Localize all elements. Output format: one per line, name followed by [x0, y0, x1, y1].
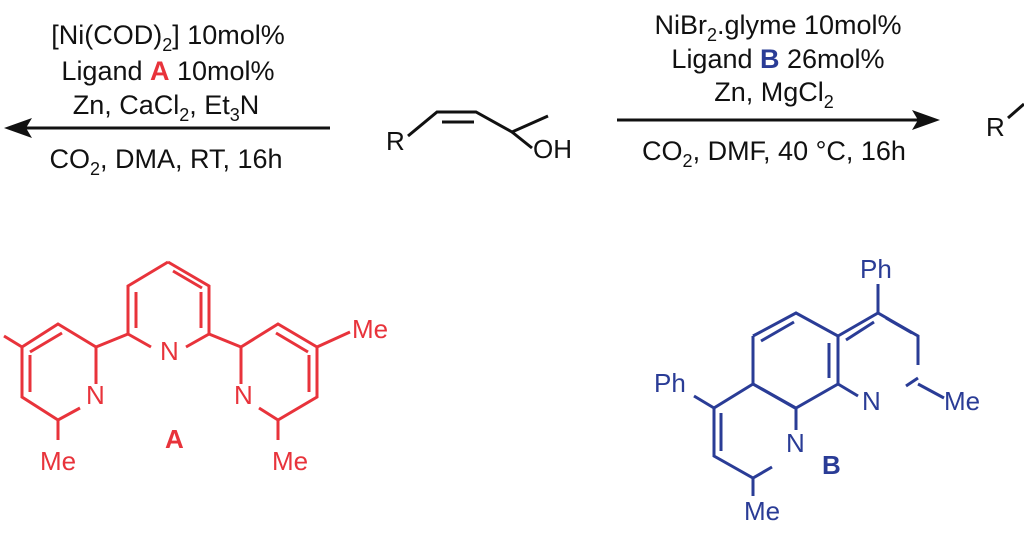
right-additives-line: Zn, MgCl2 [714, 77, 834, 112]
ligand-a-right-n: N [234, 380, 253, 410]
substrate-r-group: R [386, 126, 405, 156]
ligand-b-labels: Ph Ph N N Me Me B [654, 254, 980, 526]
ligand-a-ref: A [150, 56, 170, 86]
substrate-hydroxyl: OH [533, 134, 572, 164]
ligand-b-structure [693, 284, 945, 496]
ligand-b-right-n: N [862, 386, 881, 416]
ligand-a-me-left-bottom: Me [40, 446, 76, 476]
ligand-a-central-n: N [160, 336, 179, 366]
ligand-a-me-right: Me [352, 314, 388, 344]
right-conditions: NiBr2.glyme 10mol% Ligand B 26mol% Zn, M… [642, 10, 906, 171]
left-solvent-line: CO2, DMA, RT, 16h [49, 144, 282, 179]
product-partial: R [986, 102, 1024, 142]
ligand-a-left-n: N [86, 380, 105, 410]
ligand-b-left-n: N [786, 428, 805, 458]
right-reaction-arrow [617, 110, 940, 130]
ligand-b-me-right: Me [944, 386, 980, 416]
ligand-a-me-right-bottom: Me [272, 446, 308, 476]
product-r-group: R [986, 112, 1005, 142]
right-solvent-line: CO2, DMF, 40 °C, 16h [642, 136, 906, 171]
left-catalyst-line: [Ni(COD)2] 10mol% [51, 20, 285, 55]
ligand-b-ref: B [760, 44, 780, 74]
ligand-b-ph-top: Ph [860, 254, 892, 284]
ligand-a-label: A [165, 424, 184, 454]
ligand-a-labels: N N N Me Me Me A [40, 314, 388, 476]
left-conditions: [Ni(COD)2] 10mol% Ligand A 10mol% Zn, Ca… [49, 20, 284, 179]
right-catalyst-line: NiBr2.glyme 10mol% [654, 10, 901, 45]
ligand-b-label: B [822, 450, 841, 480]
allylic-alcohol-substrate: R OH [386, 110, 572, 164]
left-additives-line: Zn, CaCl2, Et3N [73, 90, 260, 125]
left-ligand-line: Ligand A 10mol% [61, 56, 274, 86]
ligand-b-ph-left: Ph [654, 368, 686, 398]
right-ligand-line: Ligand B 26mol% [671, 44, 884, 74]
ligand-a-structure [3, 260, 351, 440]
ligand-b-me-bottom: Me [744, 496, 780, 526]
left-reaction-arrow [4, 118, 330, 138]
